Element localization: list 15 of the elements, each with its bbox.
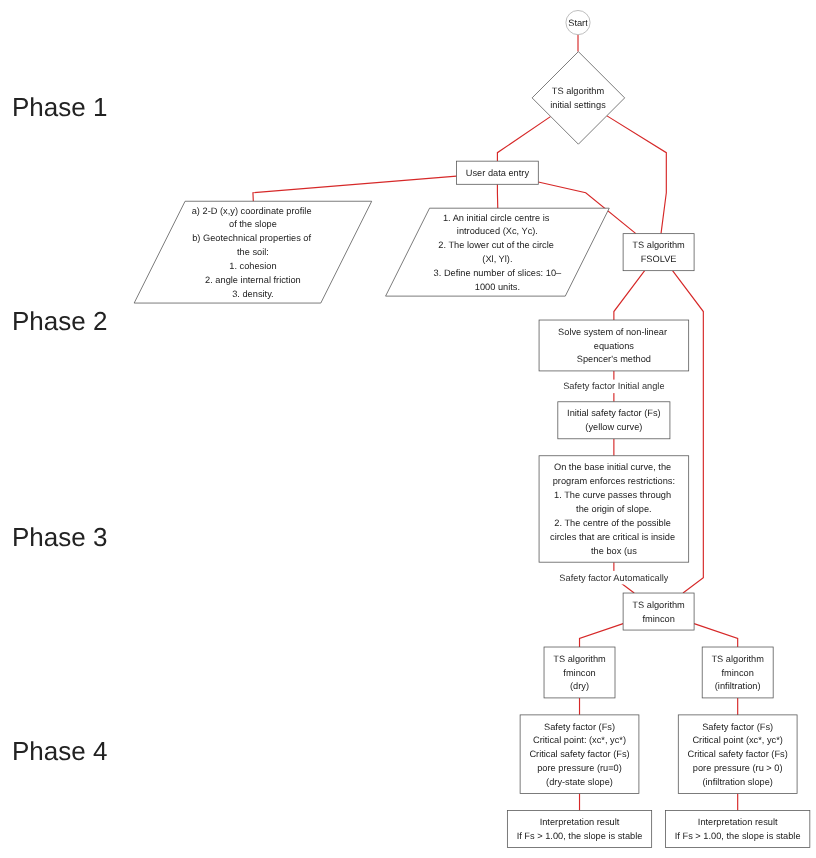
connector: [537, 181, 637, 235]
connector: [252, 175, 458, 203]
connector: [693, 623, 739, 648]
connector: [613, 270, 646, 321]
phase-label: Phase 1: [12, 92, 110, 123]
connector: [671, 270, 704, 594]
phase-label: Phase 4: [12, 735, 110, 766]
phase-label: Phase 2: [12, 306, 110, 337]
phase-label: Phase 3: [12, 521, 110, 552]
connector: [606, 115, 667, 235]
connector: [496, 116, 552, 162]
connector: [577, 34, 579, 53]
connector: [613, 438, 615, 457]
connector: [578, 623, 624, 648]
connector: [496, 183, 499, 210]
